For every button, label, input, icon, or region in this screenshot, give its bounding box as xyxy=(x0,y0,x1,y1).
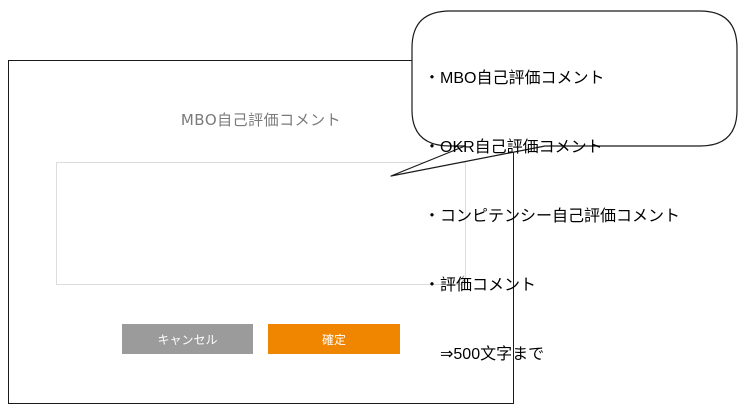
confirm-button[interactable]: 確定 xyxy=(268,324,400,354)
callout-line-limit: ⇒500文字まで xyxy=(424,346,545,363)
dialog-title: MBO自己評価コメント xyxy=(180,111,342,129)
callout-line-okr: ・OKR自己評価コメント xyxy=(424,139,603,156)
comment-textarea[interactable] xyxy=(56,162,466,285)
cancel-button[interactable]: キャンセル xyxy=(122,324,253,354)
callout-line-mbo: ・MBO自己評価コメント xyxy=(424,70,605,87)
callout-line-competency: ・コンピテンシー自己評価コメント xyxy=(424,208,681,225)
callout-text: ・MBO自己評価コメント ・OKR自己評価コメント ・コンピテンシー自己評価コメ… xyxy=(424,21,680,389)
resize-grip-icon[interactable] xyxy=(455,274,465,284)
callout-line-evaluation: ・評価コメント xyxy=(424,277,537,294)
